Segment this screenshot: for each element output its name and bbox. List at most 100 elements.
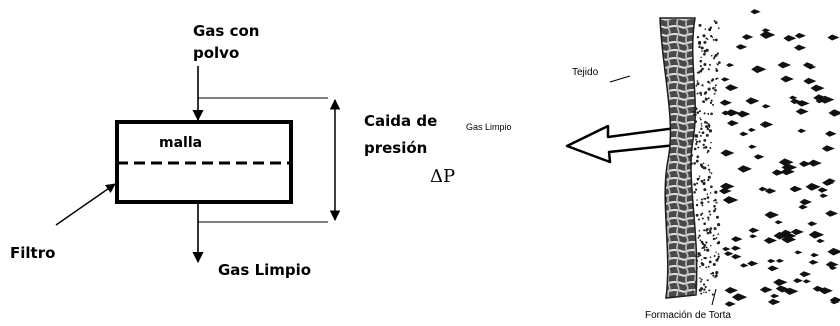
cake-grain — [694, 120, 697, 124]
dust-particle — [749, 234, 758, 239]
dust-particle — [825, 210, 839, 217]
cake-grain — [714, 84, 717, 87]
cake-grain — [713, 92, 716, 95]
cake-grain — [698, 177, 700, 179]
dust-particle — [817, 187, 829, 193]
fabric-pointer — [609, 75, 631, 83]
cake-grain — [700, 240, 704, 244]
cake-grain — [710, 112, 713, 116]
dust-particle — [790, 228, 804, 236]
cake-grain — [711, 271, 715, 275]
dust-particle — [782, 232, 797, 240]
cake-grain — [705, 241, 708, 244]
dust-particle — [810, 252, 819, 258]
dust-particle — [739, 131, 749, 137]
cake-grain — [707, 68, 710, 71]
cake-grain — [695, 142, 698, 146]
cake-grain — [693, 183, 697, 186]
cake-grain — [694, 283, 697, 286]
cake-grain — [715, 237, 718, 239]
cake-grain — [705, 48, 709, 52]
filter-pointer-arrow — [55, 183, 116, 226]
cake-grain — [693, 162, 696, 165]
cake-grain — [704, 145, 708, 149]
pressure-label-line1: Caida de — [364, 112, 437, 130]
dust-particle — [789, 95, 798, 100]
cake-grain — [702, 143, 705, 147]
dust-particle — [764, 188, 777, 194]
cake-grain — [703, 40, 707, 44]
cake-grain — [709, 192, 712, 194]
cake-grain — [703, 291, 705, 294]
cake-grain — [705, 133, 709, 137]
cake-grain — [708, 28, 712, 32]
cake-grain — [704, 91, 708, 94]
cake-grain — [702, 181, 706, 186]
cake-grain — [695, 138, 697, 141]
dust-particles — [719, 9, 840, 307]
dust-particle — [812, 285, 825, 292]
dust-particle — [778, 158, 794, 166]
cake-grain — [699, 277, 701, 279]
dust-particle — [739, 263, 749, 268]
cake-grain — [700, 125, 703, 127]
delta-p-symbol: ΔP — [430, 166, 455, 187]
dust-particle — [798, 204, 808, 210]
cake-grain — [695, 188, 698, 191]
cake-grain — [698, 110, 701, 113]
cake-grain — [697, 255, 700, 258]
cake-grain — [695, 203, 699, 207]
cake-grain — [702, 162, 705, 165]
dust-particle — [719, 182, 735, 190]
cake-grain — [714, 86, 716, 89]
dust-particle — [813, 94, 828, 102]
cake-grain — [700, 56, 702, 59]
cake-grain — [710, 244, 712, 247]
cake-grain — [706, 151, 709, 154]
cake-grain — [710, 185, 713, 189]
dust-particle — [818, 95, 835, 104]
cake-grain — [709, 101, 713, 105]
cake-grain — [716, 257, 720, 261]
cake-grain — [717, 255, 720, 258]
dust-particle — [724, 287, 739, 294]
cake-grain — [714, 190, 718, 194]
cake-grain — [700, 201, 704, 205]
cake-grain — [707, 265, 710, 268]
cake-grain — [698, 229, 701, 232]
cake-grain — [706, 127, 710, 131]
cake-grain — [692, 290, 694, 292]
cake-grain — [698, 288, 702, 292]
dust-particle — [731, 293, 748, 301]
dust-particle — [802, 62, 814, 68]
cake-grain — [697, 71, 699, 74]
cake-grain — [705, 229, 708, 232]
cake-grain — [702, 34, 706, 38]
cake-grain — [708, 260, 712, 264]
dust-particle — [731, 236, 743, 242]
dust-particle — [736, 110, 751, 118]
filter-label: Filtro — [10, 244, 55, 262]
cake-grain — [710, 129, 713, 132]
cake-grain — [703, 52, 706, 56]
cake-grain — [707, 200, 710, 204]
cake-grain — [699, 59, 703, 63]
cake-grain — [717, 223, 721, 227]
dust-particle — [793, 278, 803, 284]
cake-grain — [699, 118, 702, 121]
cake-grain — [698, 131, 701, 133]
cake-grain — [707, 80, 710, 84]
dust-particle — [795, 108, 809, 115]
cake-grain — [696, 82, 700, 86]
cake-grain — [707, 113, 710, 115]
dust-particle — [807, 221, 818, 227]
dust-particle — [724, 301, 736, 307]
cake-grain — [714, 274, 718, 278]
cake-grain — [713, 20, 716, 22]
cake-grain — [693, 191, 696, 194]
dust-particle — [767, 298, 781, 306]
cake-grain — [714, 238, 717, 240]
cake-grain — [708, 289, 711, 292]
dust-particle — [777, 61, 792, 69]
cake-grain — [710, 141, 712, 144]
